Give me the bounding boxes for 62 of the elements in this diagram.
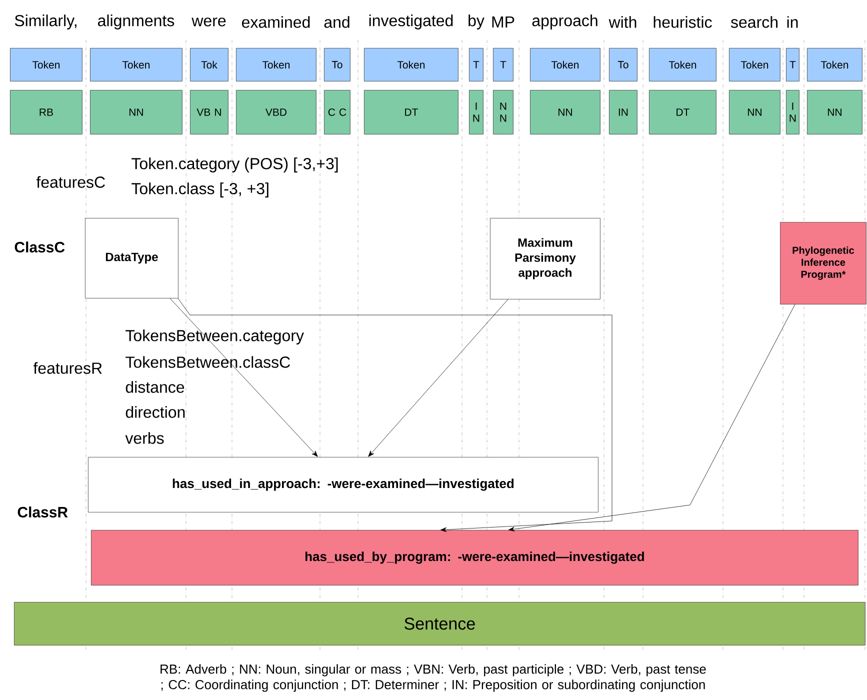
row-label: ClassR xyxy=(18,506,68,518)
feature-text: Token.class [-3, +3] xyxy=(132,182,268,198)
tag-box: I N xyxy=(786,90,800,134)
tag-box: NN xyxy=(530,90,600,134)
relation-box: has_used_in_approach: -were-examined—investigated xyxy=(88,457,598,512)
class-box: Phylogenetic Inference Program* xyxy=(780,222,866,304)
tag-box: DT xyxy=(364,90,458,134)
row-label: ClassC xyxy=(14,241,65,252)
tag-box: DT xyxy=(649,90,716,134)
token-box: T xyxy=(469,48,484,82)
tag-box: NN xyxy=(729,90,780,134)
word: and xyxy=(324,16,350,28)
word: alignments xyxy=(98,14,174,30)
feature-text: direction xyxy=(126,406,185,418)
token-box: T xyxy=(786,48,800,82)
word: were xyxy=(192,18,226,26)
token-box: Token xyxy=(807,48,862,82)
class-box: Maximum Parsimony approach xyxy=(490,218,600,300)
tag-box: RB xyxy=(10,90,82,134)
tag-box: I N xyxy=(469,90,484,134)
token-box: Token xyxy=(90,48,182,82)
tag-box: N N xyxy=(493,90,514,134)
word: MP xyxy=(492,16,514,28)
tag-box: VB N xyxy=(190,90,228,134)
arrow xyxy=(508,304,796,532)
sentence-bar: Sentence xyxy=(14,602,866,646)
token-box: Token xyxy=(649,48,716,82)
tag-box: NN xyxy=(90,90,182,134)
word: approach xyxy=(532,14,598,30)
token-box: Token xyxy=(236,48,316,82)
token-box: Token xyxy=(10,48,82,82)
feature-label: featuresC xyxy=(36,176,105,188)
relation-box: has_used_by_program: -were-examined—investigated xyxy=(91,530,858,586)
token-box: To xyxy=(609,48,638,82)
word: search xyxy=(730,16,778,28)
feature-text: TokensBetween.classC xyxy=(126,356,290,368)
word: with xyxy=(608,16,636,28)
arrow xyxy=(170,298,318,457)
word: heuristic xyxy=(654,16,712,28)
feature-text: TokensBetween.category xyxy=(126,330,304,344)
word: investigated xyxy=(369,14,453,30)
feature-text: Token.category (POS) [-3,+3] xyxy=(132,158,338,172)
arrow xyxy=(368,299,508,457)
token-box: To xyxy=(324,48,350,82)
token-box: Token xyxy=(530,48,600,82)
tag-box: VBD xyxy=(236,90,316,134)
tag-box: NN xyxy=(807,90,862,134)
word: examined xyxy=(242,16,310,28)
note: RB: Adverb ; NN: Noun, singular or mass ; VBN: Verb, past participle ; VBD: Verb, past tense ; CC: Coordinating conjunction ; DT: Determiner ; IN: Preposition or subordinating conjunction xyxy=(160,664,706,692)
word: in xyxy=(787,16,798,28)
token-box: Token xyxy=(364,48,458,82)
word: Similarly, xyxy=(14,14,76,30)
token-box: T xyxy=(493,48,514,82)
arrow xyxy=(178,298,612,532)
tag-box: C C xyxy=(324,90,350,134)
token-box: Tok xyxy=(190,48,228,82)
feature-label: featuresR xyxy=(33,362,102,374)
class-box: DataType xyxy=(85,218,178,298)
token-box: Token xyxy=(729,48,780,82)
tag-box: IN xyxy=(609,90,638,134)
word: by xyxy=(468,14,484,30)
feature-text: distance xyxy=(126,381,184,393)
